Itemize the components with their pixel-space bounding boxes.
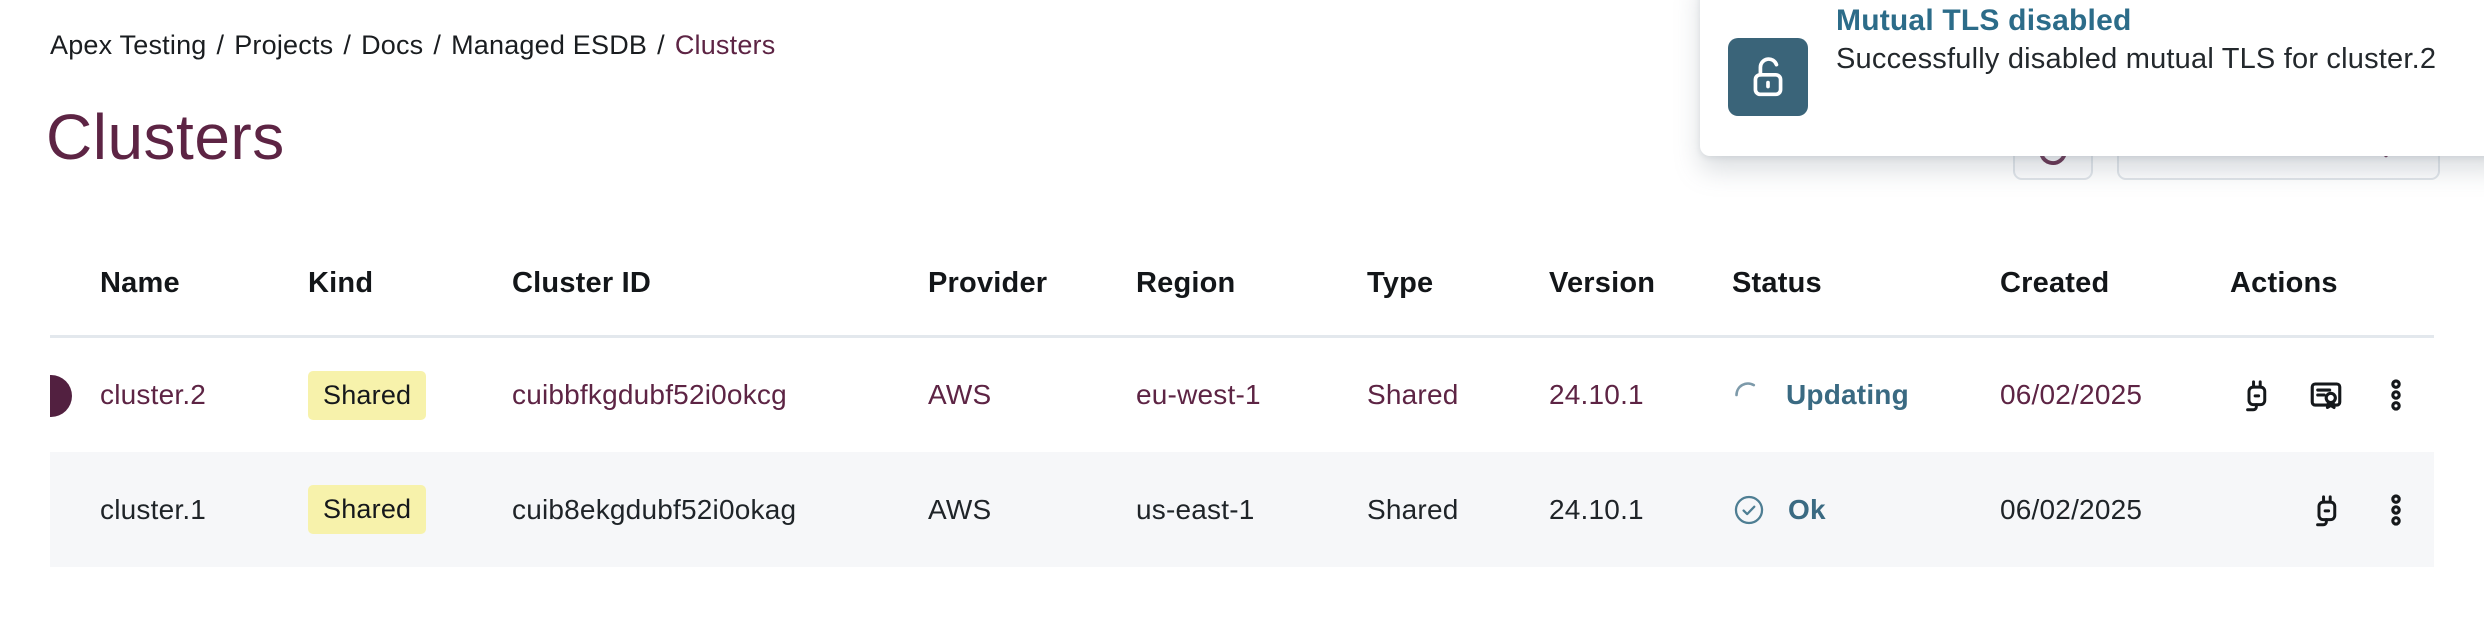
toast-title: Mutual TLS disabled (1836, 4, 2132, 37)
breadcrumb-apex-testing[interactable]: Apex Testing (50, 30, 207, 60)
table-row-cluster-2[interactable]: cluster.2 Shared cuibbfkgdubf52i0okcg AW… (50, 338, 2434, 452)
toast-text: Mutual TLS disabled Successfully disable… (1836, 2, 2464, 78)
column-header-actions: Actions (2230, 267, 2338, 299)
breadcrumb-separator: / (657, 30, 665, 60)
selected-row-indicator (50, 375, 72, 417)
breadcrumb-projects[interactable]: Projects (234, 30, 334, 60)
column-header-kind: Kind (308, 267, 374, 299)
cluster-name-link[interactable]: cluster.2 (100, 379, 207, 410)
page-title: Clusters (46, 101, 285, 173)
breadcrumb-separator: / (343, 30, 352, 60)
unlock-icon (1728, 38, 1808, 116)
kebab-menu-icon[interactable] (2374, 373, 2418, 417)
provider-value: AWS (928, 493, 992, 525)
breadcrumb-managed-esdb[interactable]: Managed ESDB (451, 30, 648, 60)
status-cell: Updating (1732, 379, 2000, 411)
table-row-cluster-1[interactable]: cluster.1 Shared cuib8ekgdubf52i0okag AW… (50, 452, 2434, 567)
actions-cell (2230, 488, 2434, 532)
created-value: 06/02/2025 (2000, 379, 2143, 410)
status-cell: Ok (1732, 493, 2000, 527)
status-label: Ok (1788, 493, 1826, 525)
clusters-table: Name Kind Cluster ID Provider Region Typ… (50, 232, 2434, 567)
kind-badge: Shared (308, 485, 427, 534)
region-value: eu-west-1 (1136, 379, 1261, 410)
column-header-version: Version (1549, 267, 1656, 299)
breadcrumb-clusters[interactable]: Clusters (674, 30, 776, 60)
version-value: 24.10.1 (1549, 379, 1644, 410)
status-label: Updating (1786, 379, 1909, 410)
type-value: Shared (1367, 493, 1459, 525)
connect-icon[interactable] (2304, 488, 2348, 532)
version-value: 24.10.1 (1549, 493, 1644, 525)
column-header-name: Name (100, 267, 180, 299)
column-header-cluster-id: Cluster ID (512, 267, 651, 299)
connect-icon[interactable] (2234, 373, 2278, 417)
cluster-id-value: cuib8ekgdubf52i0okag (512, 493, 797, 525)
cluster-name-link[interactable]: cluster.1 (100, 493, 207, 525)
column-header-created: Created (2000, 267, 2110, 299)
breadcrumb: Apex Testing / Projects / Docs / Managed ESDB /… (50, 30, 775, 61)
kebab-menu-icon[interactable] (2374, 488, 2418, 532)
column-header-type: Type (1367, 267, 1434, 299)
type-value: Shared (1367, 379, 1459, 410)
column-header-region: Region (1136, 267, 1236, 299)
breadcrumb-separator: / (433, 30, 442, 60)
toast-notification[interactable]: Mutual TLS disabled Successfully disable… (1700, 0, 2484, 156)
breadcrumb-separator: / (216, 30, 225, 60)
certificate-icon[interactable] (2304, 373, 2348, 417)
toast-message: Successfully disabled mutual TLS for clu… (1836, 43, 2437, 75)
created-value: 06/02/2025 (2000, 493, 2143, 525)
cluster-id-value: cuibbfkgdubf52i0okcg (512, 379, 787, 410)
breadcrumb-docs[interactable]: Docs (361, 30, 424, 60)
table-header-row: Name Kind Cluster ID Provider Region Typ… (50, 232, 2434, 335)
actions-cell (2230, 373, 2434, 417)
kind-badge: Shared (308, 370, 427, 420)
column-header-status: Status (1732, 267, 1822, 299)
check-circle-icon (1734, 495, 1764, 524)
region-value: us-east-1 (1136, 493, 1255, 525)
spinner-icon (1735, 382, 1756, 397)
table-header-divider (50, 335, 2434, 338)
provider-value: AWS (928, 379, 992, 410)
column-header-provider: Provider (928, 267, 1048, 299)
